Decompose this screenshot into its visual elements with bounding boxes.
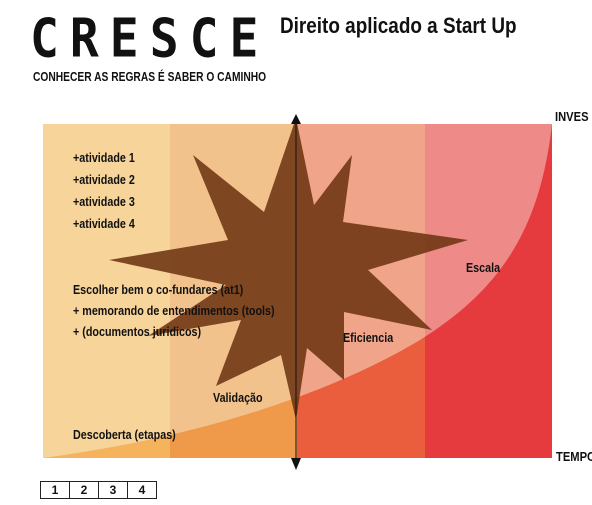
x-axis-label: TEMPO [556,449,592,464]
stage-validacao: Validação [213,391,263,405]
y-axis-label: INVES [555,109,589,124]
brand-title: CRESCE [30,7,270,70]
zone-descoberta [43,124,170,458]
tagline: CONHECER AS REGRAS É SABER O CAMINHO [33,70,267,84]
activity-2: +atividade 2 [73,173,135,187]
stage-eficiencia: Eficiencia [343,331,394,345]
star-shape [109,118,468,420]
page-1-button[interactable]: 1 [40,481,70,499]
page-4-button[interactable]: 4 [127,481,157,499]
stage-escala: Escala [466,261,501,275]
top-arrow-icon [291,114,301,124]
page-subtitle: Direito aplicado a Start Up [280,13,517,38]
cofounder-note-1: Escolher bem o co-fundares (at1) [73,283,244,297]
page-2-button[interactable]: 2 [69,481,99,499]
pagination: 1 2 3 4 [40,481,157,499]
activity-3: +atividade 3 [73,195,135,209]
stage-descoberta: Descoberta (etapas) [73,428,176,442]
page-3-button[interactable]: 3 [98,481,128,499]
cofounder-note-3: + (documentos juridicos) [73,325,202,339]
cofounder-note-2: + memorando de entendimentos (tools) [73,304,275,318]
activity-4: +atividade 4 [73,217,135,231]
activity-1: +atividade 1 [73,151,135,165]
bottom-arrow-icon [291,458,301,470]
